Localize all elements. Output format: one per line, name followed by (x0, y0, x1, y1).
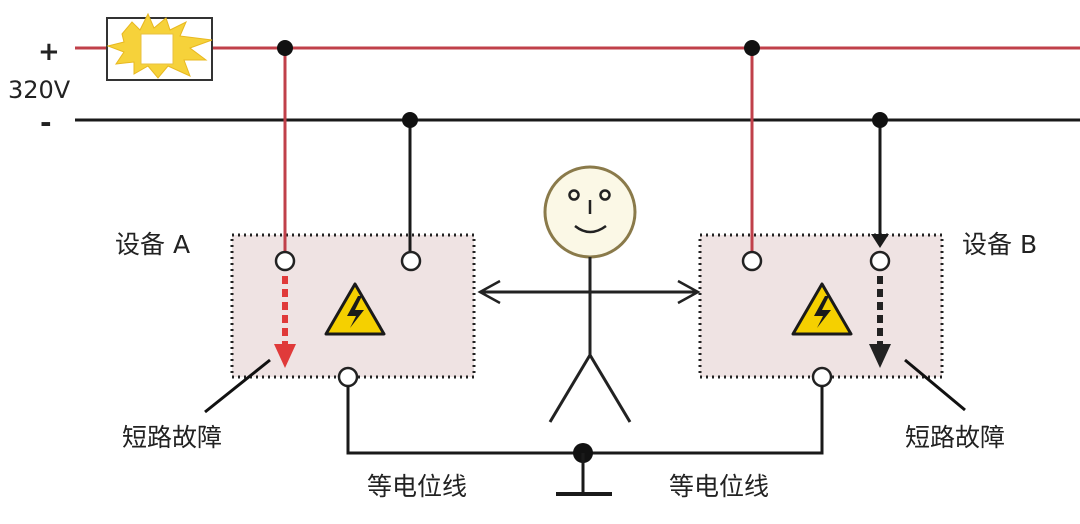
warning-triangle-icon (791, 282, 853, 336)
junction-dot (872, 112, 888, 128)
device-a-positive-terminal (274, 250, 296, 272)
warning-triangle-icon (324, 282, 386, 336)
junction-dot (277, 40, 293, 56)
junction-dot (744, 40, 760, 56)
plus-sign: + (38, 37, 60, 67)
device-a-negative-terminal (400, 250, 422, 272)
device-a-label: 设备 A (115, 230, 190, 259)
device-b-negative-terminal (869, 250, 891, 272)
device-a (230, 40, 476, 388)
voltage-label: 320V (8, 76, 71, 104)
fuse-icon (106, 12, 213, 81)
bonding-label-right: 等电位线 (669, 472, 769, 501)
bonding-label-left: 等电位线 (367, 472, 467, 501)
minus-sign: - (40, 106, 52, 139)
device-a-ground-terminal (337, 366, 359, 388)
device-a-fault-pointer (204, 358, 271, 414)
junction-dot (402, 112, 418, 128)
device-b-fault-pointer (904, 358, 966, 412)
ground-icon (556, 453, 612, 496)
device-b-fault-arrow (869, 344, 891, 368)
device-a-fault-label: 短路故障 (122, 423, 222, 452)
device-b-ground-terminal (811, 366, 833, 388)
device-b (698, 40, 944, 388)
device-a-fault-arrow (274, 344, 296, 368)
device-b-fault-label: 短路故障 (905, 423, 1005, 452)
bonding-conductor (346, 386, 824, 455)
device-b-positive-terminal (741, 250, 763, 272)
stick-figure (477, 165, 701, 423)
device-b-label: 设备 B (962, 230, 1037, 259)
